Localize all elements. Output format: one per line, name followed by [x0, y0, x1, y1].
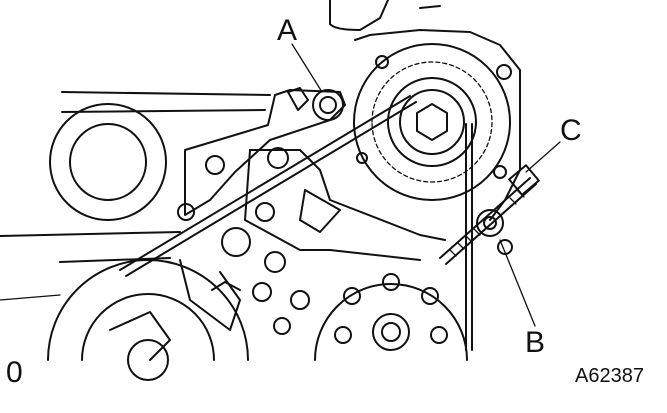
callout-label-c: C — [560, 114, 582, 147]
callout-label-a: A — [277, 14, 297, 47]
alternator — [353, 43, 521, 221]
drive-belt — [119, 95, 473, 351]
adjusting-bolt-assembly — [439, 164, 540, 265]
corner-mark: 0 — [6, 356, 23, 389]
alternator-bracket — [177, 89, 446, 335]
callout-label-b: B — [525, 326, 545, 359]
leader-lines — [291, 43, 561, 327]
crankshaft-pulley — [47, 259, 249, 381]
bolt-a — [287, 87, 344, 121]
idler-pulley-left — [49, 103, 167, 221]
figure-code: A62387 — [575, 365, 644, 387]
engine-block — [0, 0, 521, 301]
lower-pulley — [314, 273, 468, 361]
